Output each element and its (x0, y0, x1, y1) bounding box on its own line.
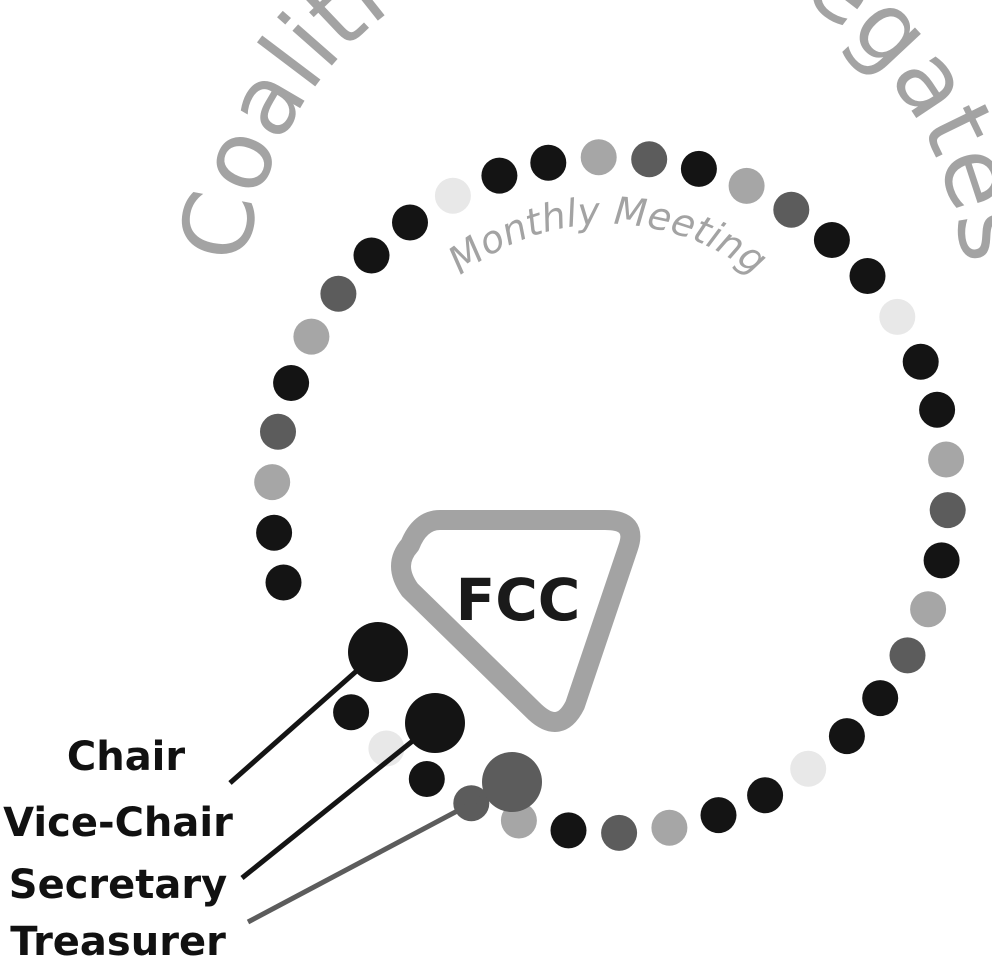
ring-dot (550, 812, 587, 849)
vice-chair-marker (405, 693, 465, 753)
ring-dot (773, 191, 810, 228)
ring-dot (265, 564, 302, 601)
ring-dot (273, 365, 310, 401)
role-pointers (228, 622, 542, 925)
ring-dot (700, 797, 737, 834)
ring-dot (651, 809, 688, 846)
ring-dot (813, 222, 850, 258)
ring-dot (902, 343, 939, 380)
ring-dot (631, 141, 668, 178)
ring-dot (601, 814, 638, 851)
ring-dot (747, 777, 784, 814)
ring-dot (919, 391, 956, 428)
ring-dot (320, 275, 357, 312)
ring-dot (879, 298, 916, 335)
ring-dot (728, 167, 765, 204)
secretary-pointer-line (246, 779, 514, 925)
role-label-treasurer: Treasurer (10, 919, 226, 961)
ring-dot (580, 139, 617, 176)
badge-label: FCC (456, 566, 581, 634)
role-label-chair: Chair (67, 734, 186, 780)
ring-dot (254, 464, 291, 501)
ring-dot (928, 441, 965, 478)
badge-triangle (391, 510, 641, 732)
role-label-vice-chair: Vice-Chair (3, 800, 233, 846)
chair-marker (348, 622, 408, 682)
ring-dot (790, 750, 827, 787)
ring-dot (889, 637, 926, 674)
diagram-subtitle: Monthly Meeting (440, 189, 775, 283)
ring-dot (293, 318, 330, 355)
ring-dot (353, 237, 390, 274)
role-label-secretary: Secretary (9, 862, 227, 908)
ring-dot (392, 204, 428, 241)
ring-dot (530, 144, 567, 181)
ring-dot (849, 258, 886, 294)
role-labels: Chair Vice-Chair Secretary Treasurer (3, 734, 233, 961)
chair-pointer-line (228, 650, 380, 785)
ring-dot (680, 150, 717, 187)
ring-dot (828, 718, 865, 755)
ring-dot (256, 514, 293, 551)
ring-dot (408, 761, 445, 797)
ring-dot (862, 680, 899, 717)
ring-dot (333, 694, 370, 731)
vice-chair-pointer-line (240, 721, 437, 880)
ring-dot (481, 157, 518, 194)
secretary-marker (482, 752, 542, 812)
fcc-badge: FCC (391, 510, 641, 732)
ring-dot (260, 413, 296, 450)
ring-dot (434, 177, 471, 214)
ring-dot (929, 492, 966, 529)
ring-dot (923, 542, 960, 579)
ring-dot (910, 591, 947, 628)
dot-ring (254, 139, 966, 851)
